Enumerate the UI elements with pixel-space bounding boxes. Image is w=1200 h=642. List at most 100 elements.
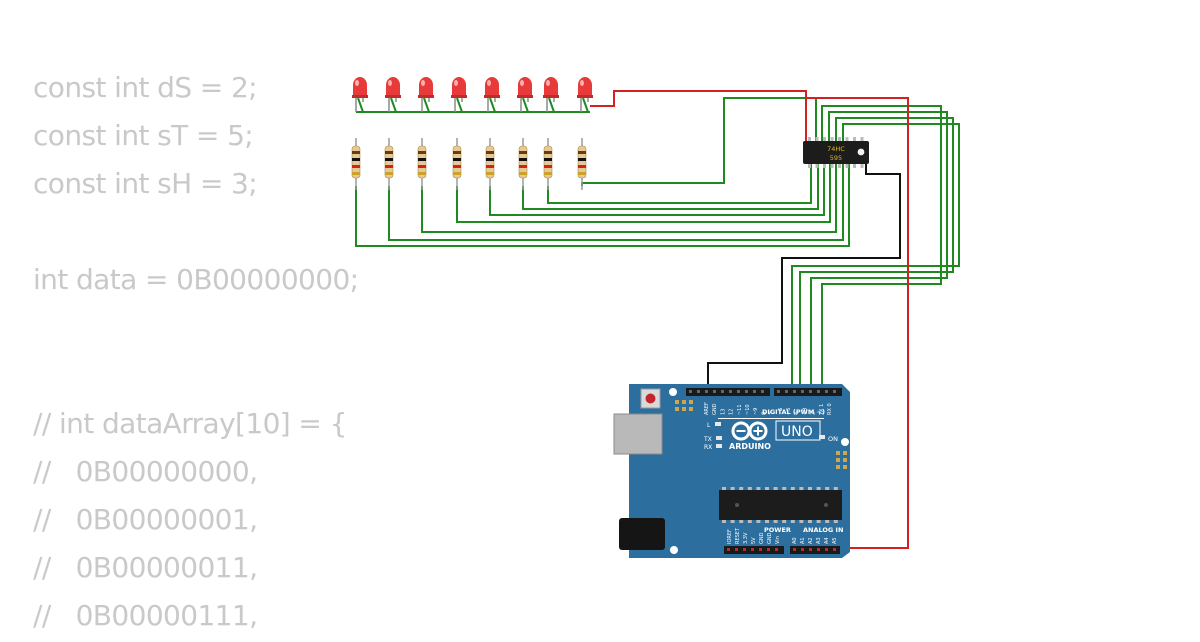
chip-pin bbox=[808, 137, 811, 141]
resistor-band bbox=[519, 158, 527, 161]
header-pin bbox=[743, 548, 746, 551]
header-pin bbox=[689, 390, 692, 393]
led-rim bbox=[385, 95, 401, 98]
control-wire bbox=[810, 111, 948, 390]
icsp-pin bbox=[843, 465, 847, 469]
resistor-band bbox=[385, 165, 393, 168]
led-bus-link-wire bbox=[357, 97, 364, 113]
icsp-pin bbox=[836, 458, 840, 462]
control-wire bbox=[791, 123, 960, 390]
power-analog-header bbox=[724, 546, 840, 554]
mcu-dot bbox=[824, 503, 828, 507]
power-label: POWER bbox=[764, 526, 791, 534]
mount-hole bbox=[670, 546, 678, 554]
led-icon bbox=[385, 77, 401, 112]
resistor-band bbox=[418, 172, 426, 175]
vcc-wire bbox=[590, 90, 807, 141]
output-wire bbox=[456, 164, 831, 223]
resistor-band bbox=[453, 165, 461, 168]
pin-label: AREF bbox=[704, 402, 710, 415]
tx-led bbox=[716, 436, 722, 440]
board-brand: ARDUINO bbox=[729, 442, 771, 451]
resistor-band bbox=[519, 151, 527, 154]
led-bus-link-wire bbox=[522, 97, 529, 113]
led-rim bbox=[484, 95, 500, 98]
icsp-header bbox=[675, 400, 693, 411]
chip-pin bbox=[830, 164, 834, 168]
led-icon bbox=[543, 77, 559, 112]
led-rim bbox=[577, 95, 593, 98]
header-pin bbox=[817, 390, 820, 393]
mount-hole bbox=[669, 388, 677, 396]
resistor-band bbox=[385, 151, 393, 154]
rx-label: RX bbox=[704, 444, 712, 451]
mcu-pin bbox=[790, 520, 795, 523]
l-led bbox=[715, 422, 721, 426]
resistor-band bbox=[578, 165, 586, 168]
resistor-band bbox=[578, 151, 586, 154]
on-label: ON bbox=[828, 435, 838, 443]
led-icon bbox=[577, 77, 593, 112]
mcu-pin bbox=[722, 520, 726, 523]
mcu-pin bbox=[799, 487, 804, 490]
icsp-pin bbox=[682, 407, 686, 411]
l-label: L bbox=[707, 422, 711, 429]
chip-label-line1: 74HC bbox=[827, 145, 845, 153]
digital-header bbox=[686, 388, 842, 396]
shift-register-chip[interactable]: 74HC 595 bbox=[803, 141, 869, 164]
led-highlight bbox=[487, 80, 491, 86]
pin-label: 4 bbox=[794, 412, 800, 415]
icsp-pin bbox=[843, 451, 847, 455]
led-rim bbox=[352, 95, 368, 98]
pin-label: GND bbox=[767, 532, 773, 544]
pin-label: 2 bbox=[811, 412, 817, 415]
power-jack bbox=[619, 518, 665, 550]
mcu-pin bbox=[722, 487, 726, 490]
code-line: const int dS = 2; bbox=[33, 71, 258, 104]
pin-label: ~3 bbox=[802, 408, 808, 415]
chip-pin bbox=[815, 164, 819, 168]
pin-label: ~6 bbox=[778, 408, 784, 415]
led-dome bbox=[544, 77, 558, 97]
code-editor[interactable]: const int dS = 2;const int sT = 5;const … bbox=[33, 66, 413, 642]
header-block bbox=[790, 546, 840, 554]
header-pin bbox=[737, 390, 740, 393]
resistor bbox=[417, 138, 427, 190]
mcu-pin bbox=[730, 520, 735, 523]
led-dome bbox=[419, 77, 433, 97]
led-dome bbox=[518, 77, 532, 97]
chip-pin bbox=[853, 137, 856, 141]
header-pin bbox=[697, 390, 700, 393]
header-pin bbox=[745, 390, 748, 393]
chip-pin bbox=[860, 164, 864, 168]
header-pin bbox=[825, 390, 828, 393]
header-pin bbox=[825, 548, 828, 551]
pin-label: A1 bbox=[800, 537, 806, 544]
resistor-band bbox=[544, 151, 552, 154]
resistor-band bbox=[519, 165, 527, 168]
led-dome bbox=[452, 77, 466, 97]
pin-label: ~10 bbox=[745, 404, 751, 415]
usb-connector bbox=[613, 413, 663, 455]
pin-label: A3 bbox=[816, 537, 822, 544]
mcu-pin bbox=[816, 487, 821, 490]
chip-pins bbox=[808, 137, 864, 168]
mcu-pin bbox=[833, 487, 838, 490]
digital-label: DIGITAL (PWM ~) bbox=[762, 408, 825, 416]
led-dome bbox=[386, 77, 400, 97]
icsp-pin bbox=[843, 458, 847, 462]
mcu-pin bbox=[739, 520, 744, 523]
pin-label: Vin bbox=[775, 536, 781, 544]
wires-layer bbox=[355, 90, 960, 549]
resistor-band bbox=[486, 158, 494, 161]
header-pin bbox=[809, 390, 812, 393]
header-pin bbox=[793, 548, 796, 551]
header-pin bbox=[809, 548, 812, 551]
mcu-pin bbox=[825, 520, 830, 523]
control-wire bbox=[799, 117, 954, 390]
resistor bbox=[485, 138, 495, 190]
